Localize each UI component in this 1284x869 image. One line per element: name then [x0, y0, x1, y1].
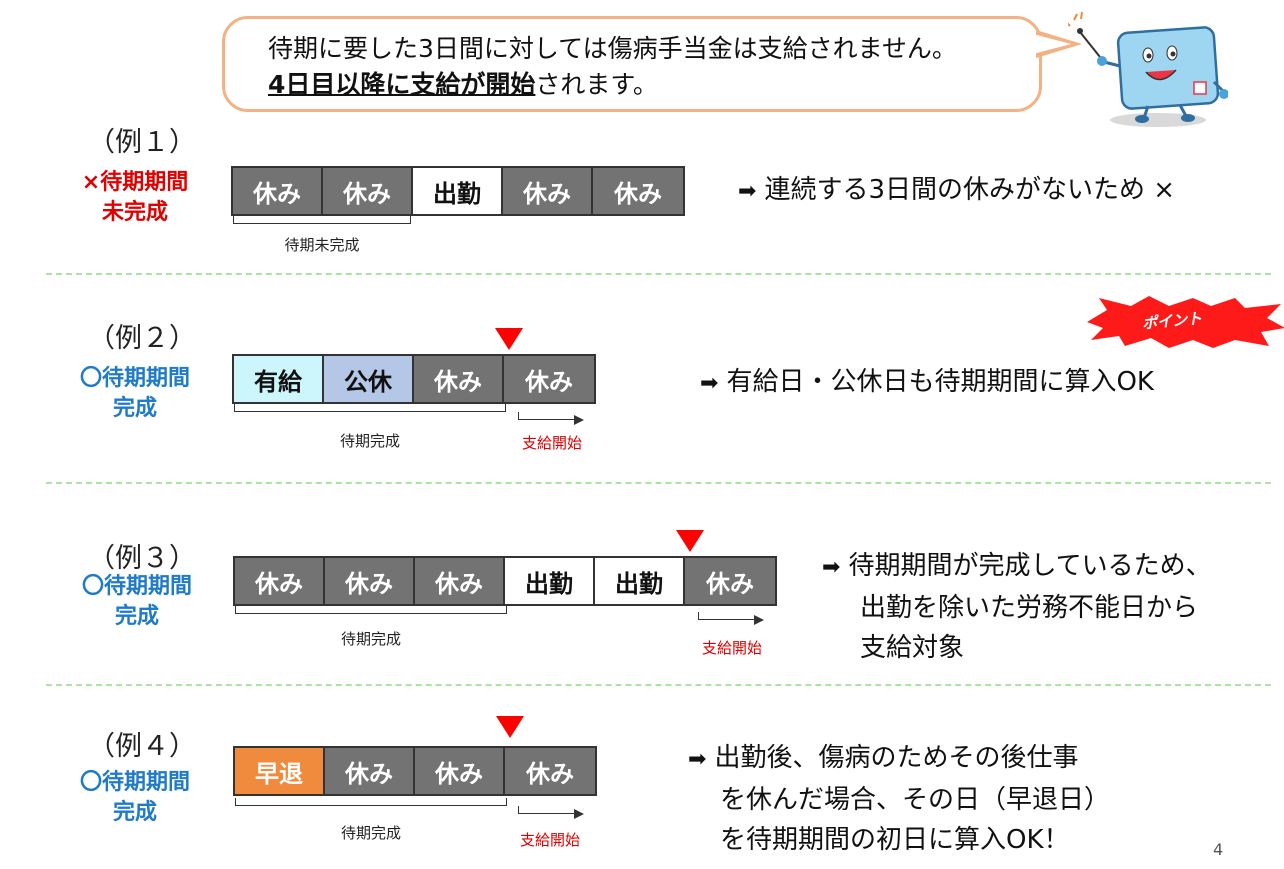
page-number: 4 [1213, 840, 1224, 859]
day-cell-rest: 休み [415, 748, 505, 794]
example-4-brace-label: 待期完成 [340, 824, 401, 842]
example-3-brace [235, 606, 507, 614]
health-insurance-card-mascot-icon [1068, 11, 1228, 127]
day-cell-rest: 休み [685, 558, 775, 604]
example-1-brace-label: 待期未完成 [284, 236, 360, 254]
example-2-pay-label: 支給開始 [522, 434, 583, 452]
day-cell-rest: 休み [235, 558, 325, 604]
example-3-status: 〇待期期間 完成 [81, 574, 192, 629]
arrow-right-icon [574, 415, 584, 425]
section-divider [46, 482, 1271, 484]
example-3-day-bar: 休み 休み 休み 出勤 出勤 休み [233, 556, 777, 606]
right-arrow-icon: ➡ [738, 179, 757, 204]
payment-start-marker-icon [496, 716, 524, 738]
arrow-right-icon [574, 809, 584, 819]
right-arrow-icon: ➡ [700, 371, 719, 396]
example-1-explanation: ➡連続する3日間の休みがないため × [738, 170, 1175, 212]
day-cell-rest: 休み [325, 748, 415, 794]
day-cell-rest: 休み [325, 558, 415, 604]
day-cell-work: 出勤 [595, 558, 685, 604]
day-cell-rest: 休み [505, 748, 595, 794]
example-3-pay-label: 支給開始 [702, 639, 763, 657]
example-2-explanation: ➡有給日・公休日も待期期間に算入OK [700, 362, 1154, 404]
example-2-label: （例２） [88, 323, 196, 354]
day-cell-rest: 休み [415, 558, 505, 604]
example-2-brace [234, 404, 506, 412]
example-4-brace [235, 798, 507, 806]
day-cell-early-leave: 早退 [235, 748, 325, 794]
day-cell-work: 出勤 [413, 168, 503, 214]
day-cell-holiday: 公休 [324, 356, 414, 402]
example-1-brace [233, 216, 411, 224]
example-4-status: 〇待期期間 完成 [79, 770, 190, 825]
day-cell-rest: 休み [593, 168, 683, 214]
example-2-status: 〇待期期間 完成 [79, 366, 190, 421]
example-3-label: （例３） [88, 543, 196, 574]
example-4-label: （例４） [88, 731, 196, 762]
day-cell-paid-leave: 有給 [234, 356, 324, 402]
day-cell-rest: 休み [323, 168, 413, 214]
day-cell-rest: 休み [233, 168, 323, 214]
payment-start-marker-icon [495, 328, 523, 350]
payment-start-marker-icon [676, 530, 704, 552]
day-cell-work: 出勤 [505, 558, 595, 604]
right-arrow-icon: ➡ [688, 747, 707, 772]
bubble-line-2-rest: されます。 [535, 70, 658, 99]
day-cell-rest: 休み [503, 168, 593, 214]
point-starburst-icon [1087, 296, 1284, 348]
example-4-day-bar: 早退 休み 休み 休み [233, 746, 597, 796]
day-cell-rest: 休み [504, 356, 594, 402]
section-divider [46, 273, 1271, 275]
section-divider [46, 684, 1271, 686]
example-3-brace-label: 待期完成 [340, 630, 401, 648]
example-3-explanation: ➡待期期間が完成しているため、 出勤を除いた労務不能日から 支給対象 [822, 546, 1212, 668]
example-1-status: ×待期期間 未完成 [81, 170, 189, 225]
bubble-line-2-emphasis: 4日目以降に支給が開始 [268, 70, 536, 99]
speech-bubble [222, 16, 1042, 112]
example-4-pay-label: 支給開始 [520, 831, 581, 849]
bubble-line-2: 4日目以降に支給が開始されます。 [268, 70, 658, 100]
example-2-brace-label: 待期完成 [339, 432, 400, 450]
bubble-line-1: 待期に要した3日間に対しては傷病手当金は支給されません。 [268, 34, 957, 63]
example-1-label: （例１） [88, 127, 196, 158]
example-1-day-bar: 休み 休み 出勤 休み 休み [231, 166, 685, 216]
arrow-right-icon [754, 615, 764, 625]
right-arrow-icon: ➡ [822, 555, 841, 580]
day-cell-rest: 休み [414, 356, 504, 402]
example-2-day-bar: 有給 公休 休み 休み [232, 354, 596, 404]
example-4-explanation: ➡出勤後、傷病のためその後仕事 を休んだ場合、その日（早退日） を待期期間の初日… [688, 738, 1110, 860]
